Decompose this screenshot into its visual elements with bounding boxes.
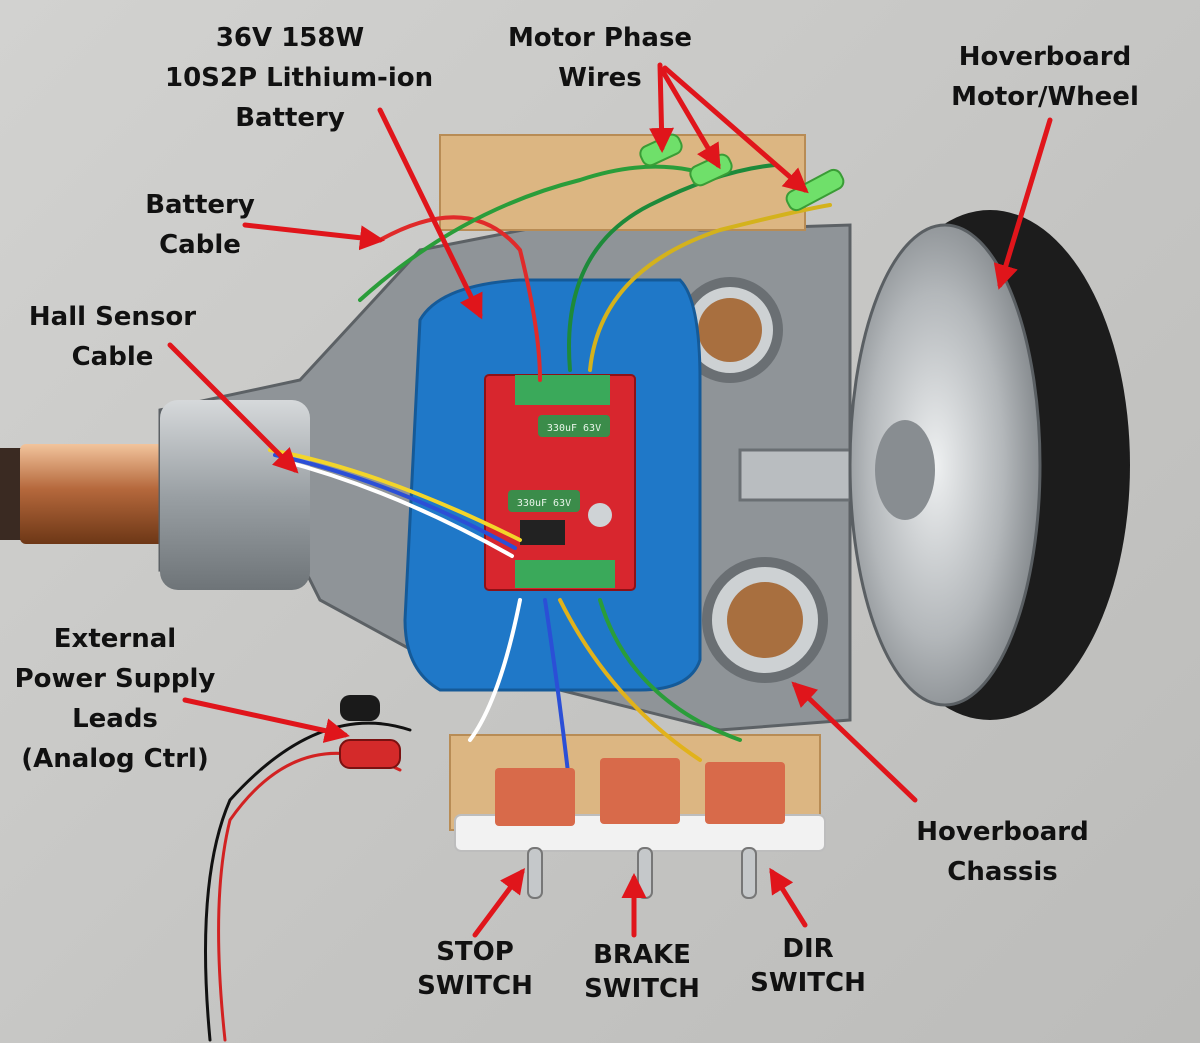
label-dir-switch: DIR SWITCH — [750, 934, 866, 998]
annotation-arrows — [167, 62, 1053, 938]
pcb-cap-top-text: 330uF 63V — [547, 423, 601, 434]
axle-tube — [0, 444, 180, 544]
wood-block-top — [439, 134, 806, 231]
label-stop-switch: STOP SWITCH — [417, 937, 533, 1001]
pcb-cap-bottom-text: 330uF 63V — [517, 498, 571, 509]
wiring — [204, 163, 832, 1042]
arrow-wheel — [993, 117, 1053, 290]
label-battery: 36V 158W 10S2P Lithium-ion Battery — [165, 23, 434, 133]
arrow-psu — [182, 697, 350, 743]
label-external-power-supply: External Power Supply Leads (Analog Ctrl… — [14, 624, 216, 774]
arrow-phase-2 — [659, 67, 721, 170]
label-hoverboard-chassis: Hoverboard Chassis — [916, 817, 1089, 887]
arrow-phase-1 — [649, 62, 675, 153]
arrow-hall-cable — [167, 342, 299, 474]
switch-panel — [454, 758, 826, 899]
controller-pcb: 330uF 63V 330uF 63V — [484, 374, 636, 591]
arrow-stop — [472, 867, 525, 938]
label-battery-cable: Battery Cable — [145, 190, 255, 260]
arrow-battery-cable — [242, 222, 385, 251]
label-brake-switch: BRAKE SWITCH — [584, 940, 700, 1004]
arrow-dir — [769, 867, 808, 928]
psu-clips — [339, 695, 401, 769]
arrow-chassis — [791, 681, 918, 803]
label-motor-phase-wires: Motor Phase Wires — [507, 23, 693, 93]
arrow-battery — [377, 107, 483, 320]
hoverboard-wheel — [848, 210, 1130, 720]
label-hall-sensor-cable: Hall Sensor Cable — [28, 302, 197, 372]
label-hoverboard-motor-wheel: Hoverboard Motor/Wheel — [951, 42, 1139, 112]
arrow-phase-3 — [662, 65, 809, 194]
